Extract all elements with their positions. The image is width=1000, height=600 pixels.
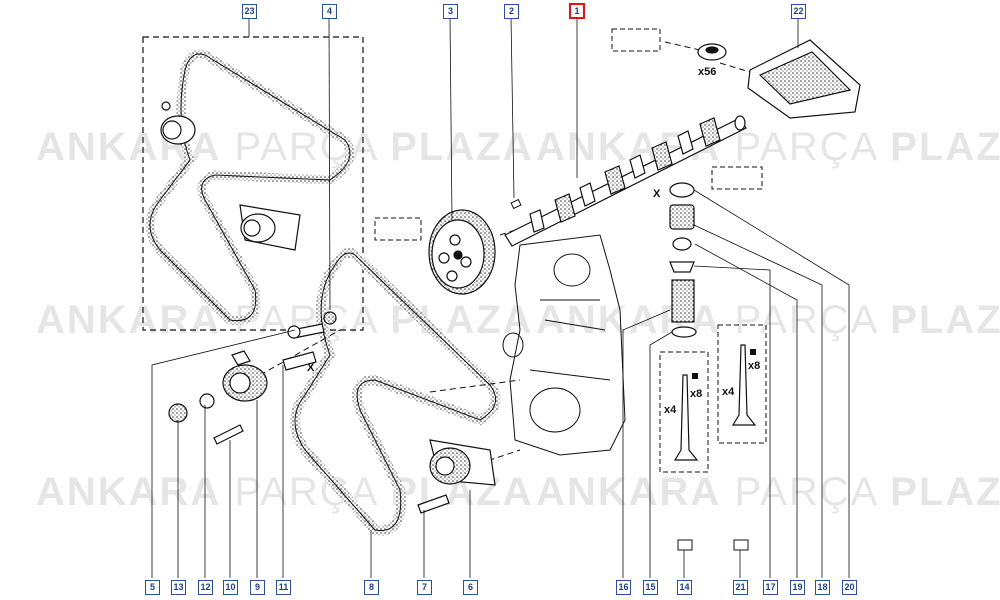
callout-8[interactable]: 8 xyxy=(364,580,379,595)
callout-11[interactable]: 11 xyxy=(276,580,291,595)
valve-box-intake xyxy=(659,351,709,473)
callout-23[interactable]: 23 xyxy=(242,4,257,19)
timing-belt-outline xyxy=(294,252,497,531)
ref-box-shim xyxy=(711,166,763,190)
spring-seat xyxy=(671,326,697,338)
callout-2[interactable]: 2 xyxy=(504,4,519,19)
callout-13[interactable]: 13 xyxy=(171,580,186,595)
qty-label-valves-right: x4 xyxy=(722,386,735,398)
callout-15[interactable]: 15 xyxy=(643,580,658,595)
callout-20[interactable]: 20 xyxy=(842,580,857,595)
callout-3[interactable]: 3 xyxy=(443,4,458,19)
callout-17[interactable]: 17 xyxy=(763,580,778,595)
shim-disc xyxy=(669,182,695,198)
x-label-shim: X xyxy=(653,188,661,200)
qty-label-collets-left: x8 xyxy=(690,388,703,400)
valve-collets xyxy=(692,349,756,379)
callout-18[interactable]: 18 xyxy=(815,580,830,595)
callout-9[interactable]: 9 xyxy=(250,580,265,595)
callout-4[interactable]: 4 xyxy=(322,4,337,19)
callout-1-highlighted[interactable]: 1 xyxy=(569,3,585,19)
camshaft-sprocket xyxy=(428,209,496,295)
bolts xyxy=(282,311,337,371)
callout-10[interactable]: 10 xyxy=(223,580,238,595)
valve-stem-seal xyxy=(677,539,749,551)
qty-label-shims: x56 xyxy=(698,66,717,78)
callout-7[interactable]: 7 xyxy=(417,580,432,595)
qty-label-collets-right: x8 xyxy=(748,360,761,372)
qty-label-valves-left: x4 xyxy=(664,404,677,416)
callout-6[interactable]: 6 xyxy=(463,580,478,595)
kit-tensioner-roller xyxy=(160,101,196,145)
valve-box-exhaust xyxy=(717,324,767,444)
callout-14[interactable]: 14 xyxy=(677,580,692,595)
kit-timing-belt-outline xyxy=(149,53,351,322)
tensioner-assembly xyxy=(168,350,268,445)
bucket-tappet xyxy=(669,204,695,230)
x-label-bolt: X xyxy=(307,362,315,374)
ref-box-sprocket xyxy=(374,217,422,241)
callout-5[interactable]: 5 xyxy=(145,580,160,595)
ref-box-top xyxy=(611,28,661,52)
valve-spring xyxy=(671,279,695,323)
leader-lines xyxy=(151,16,850,578)
callout-21[interactable]: 21 xyxy=(733,580,748,595)
callout-16[interactable]: 16 xyxy=(616,580,631,595)
shim-set-box xyxy=(747,39,861,119)
kit-idler-roller xyxy=(239,204,301,251)
tappet-shim xyxy=(697,43,727,61)
intake-valve xyxy=(673,374,699,461)
idler-pulley xyxy=(417,439,496,514)
callout-12[interactable]: 12 xyxy=(198,580,213,595)
woodruff-key xyxy=(510,198,522,210)
exhaust-valve xyxy=(731,344,757,426)
valve-train xyxy=(669,182,697,338)
timing-belt xyxy=(290,248,501,536)
camshaft xyxy=(504,115,747,247)
callout-22[interactable]: 22 xyxy=(791,4,806,19)
engine-block xyxy=(502,234,626,456)
valve-cotter xyxy=(672,237,692,251)
callout-19[interactable]: 19 xyxy=(790,580,805,595)
kit-box xyxy=(142,36,364,331)
spring-retainer xyxy=(669,261,695,273)
